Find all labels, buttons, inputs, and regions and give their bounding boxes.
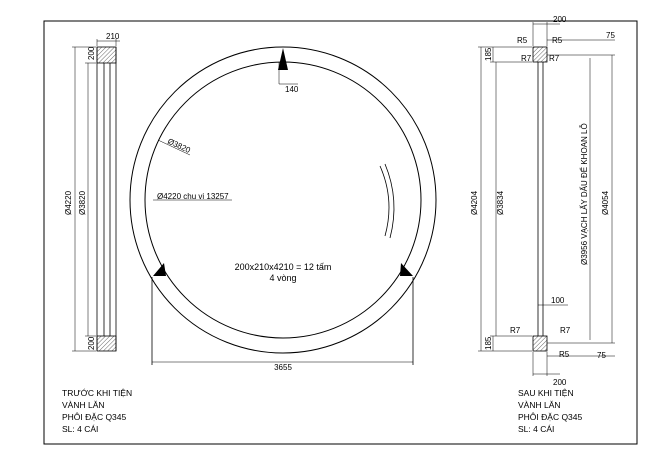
spec-line-2: 4 vòng [269, 273, 296, 283]
right-top-width: 200 [553, 15, 567, 24]
dim-75-top: 75 [606, 31, 615, 40]
spec-line-1: 200x210x4210 = 12 tấm [235, 262, 332, 272]
top-triangle-marker [278, 48, 288, 70]
r7-bottom-left: R7 [510, 326, 521, 335]
base-dim-label: 3655 [274, 363, 292, 372]
right-view [478, 22, 615, 376]
drill-marking-note: Ø3956 VẠCH LẤY DẤU ĐỂ KHOAN LỖ [579, 123, 589, 265]
notes-left: TRƯỚC KHI TIỆN VÀNH LĂN PHÔI ĐẶC Q345 SL… [62, 388, 132, 434]
note-right-line-3: PHÔI ĐẶC Q345 [518, 412, 583, 422]
inner-dia-note: Ø3820 [166, 137, 192, 156]
dia-4204: Ø4204 [470, 190, 479, 215]
r5-top-left: R5 [517, 36, 528, 45]
note-right-line-4: SL: 4 CÁI [518, 424, 554, 434]
dim-100: 100 [551, 296, 565, 305]
left-top-cap [96, 46, 117, 64]
left-width-dim: 210 [106, 32, 120, 41]
left-outer-diameter: Ø4220 [64, 190, 73, 215]
note-left-line-3: PHÔI ĐẶC Q345 [62, 412, 127, 422]
right-triangle-marker [400, 263, 413, 276]
center-view [129, 46, 437, 365]
left-view [72, 39, 120, 352]
note-right-line-2: VÀNH LĂN [518, 400, 561, 410]
note-left-line-1: TRƯỚC KHI TIỆN [62, 388, 132, 398]
right-top-cap [532, 46, 548, 63]
left-top-dim: 200 [87, 46, 96, 60]
right-bottom-width: 200 [553, 378, 567, 387]
dim-185-top: 185 [484, 47, 493, 61]
r7-top-right: R7 [549, 54, 560, 63]
r5-top-right: R5 [552, 36, 563, 45]
left-bottom-cap [96, 335, 117, 352]
dim-140-label: 140 [285, 85, 299, 94]
r7-bottom-right: R7 [560, 326, 571, 335]
dim-75-bottom: 75 [597, 351, 606, 360]
note-left-line-4: SL: 4 CÁI [62, 424, 98, 434]
left-inner-diameter: Ø3820 [78, 190, 87, 215]
ring-outer-circle [129, 46, 437, 354]
dim-185-bottom: 185 [484, 336, 493, 350]
r7-top-left: R7 [521, 54, 532, 63]
right-bottom-cap [532, 335, 548, 352]
sheet-frame [43, 20, 638, 445]
notes-right: SAU KHI TIỆN VÀNH LĂN PHÔI ĐẶC Q345 SL: … [518, 388, 583, 434]
note-right-line-1: SAU KHI TIỆN [518, 388, 574, 398]
left-bottom-dim: 200 [87, 336, 96, 350]
dia-3834: Ø3834 [496, 190, 505, 215]
left-triangle-marker [153, 263, 166, 276]
outer-dia-note: Ø4220 chu vi 13257 [157, 192, 229, 201]
note-left-line-2: VÀNH LĂN [62, 400, 105, 410]
r5-bottom: R5 [559, 350, 570, 359]
dia-4054: Ø4054 [601, 190, 610, 215]
